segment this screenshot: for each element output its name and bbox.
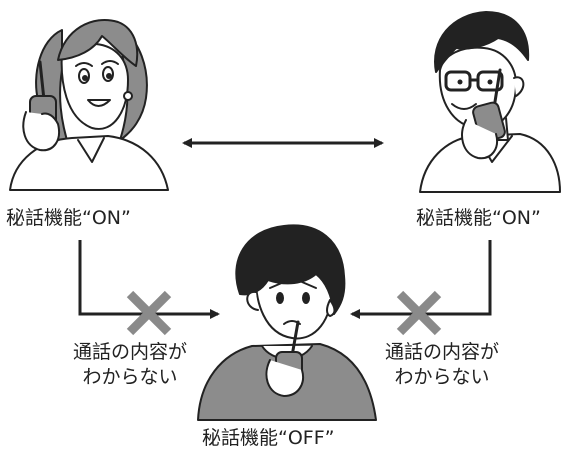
left-note-line2: わからない xyxy=(82,366,178,388)
right-note-line1: 通話の内容が xyxy=(384,341,499,363)
left-blocked-note: 通話の内容が わからない xyxy=(58,340,202,390)
left-note-line1: 通話の内容が xyxy=(72,341,187,363)
right-radio-status-label: 秘話機能“ON” xyxy=(416,207,541,229)
man-with-glasses-radio-icon xyxy=(419,11,561,193)
right-note-line2: わからない xyxy=(394,366,490,388)
bottom-radio-status-label: 秘話機能“OFF” xyxy=(202,427,335,449)
confused-boy-radio-icon xyxy=(197,224,377,421)
left-radio-status-label: 秘話機能“ON” xyxy=(6,207,131,229)
right-connector-arrow xyxy=(350,240,492,319)
left-connector-arrow xyxy=(78,240,220,319)
right-blocked-note: 通話の内容が わからない xyxy=(370,340,514,390)
woman-with-radio-icon xyxy=(9,19,169,191)
left-x-mark-icon xyxy=(126,290,172,336)
right-x-mark-icon xyxy=(396,290,442,336)
